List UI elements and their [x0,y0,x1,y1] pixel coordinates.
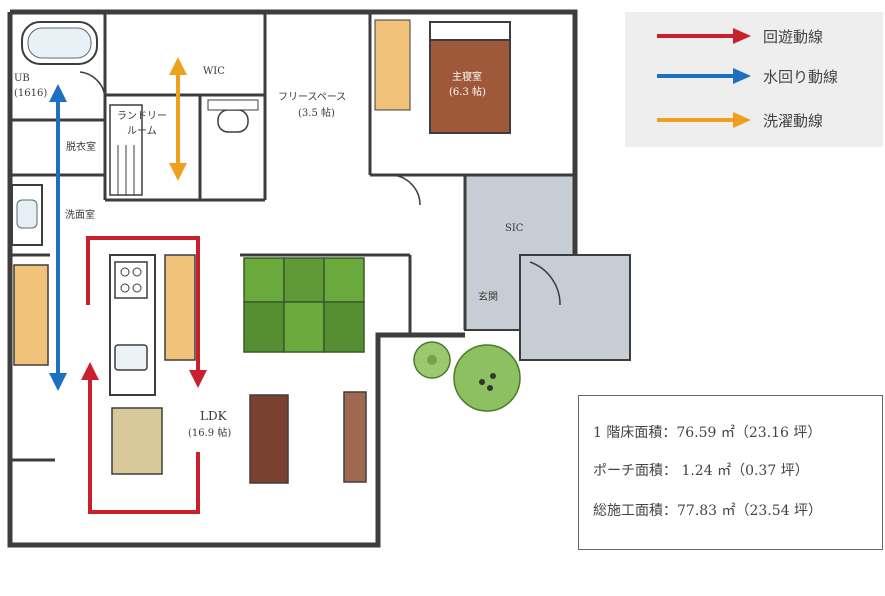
storage-cabinet-mid [164,254,196,361]
label-free-space: フリースペース [278,92,346,103]
label-entrance: 玄関 [478,290,498,303]
tree-large [453,344,521,412]
area-total: 総施工面積：77.83 ㎡（23.54 坪） [593,503,823,519]
porch-floor [519,254,631,361]
loop-arrowhead-down [189,370,207,388]
legend-label: 洗濯動線 [763,112,824,130]
area-floor: 1 階床面積：76.59 ㎡（23.16 坪） [593,425,822,441]
area-summary: 1 階床面積：76.59 ㎡（23.16 坪） ポーチ面積： 1.24 ㎡（0.… [578,395,883,550]
tv-board [343,391,367,483]
label-ub-size: (1616) [14,88,47,99]
tatami-area [243,257,365,353]
arrow-icon-blue [657,68,751,84]
dining-table [111,407,163,475]
label-laundry-1: ランドリー [117,110,167,122]
door-swings [79,71,561,306]
label-washroom: 洗面室 [65,208,95,221]
low-table [249,394,289,484]
legend-item-laundry: 洗濯動線 [653,110,873,132]
loop-arrowhead-up [81,362,99,380]
label-ub: UB [14,73,30,84]
storage-cabinet-left [13,264,49,366]
label-master-bedroom: 主寝室 [452,70,482,83]
label-master-bedroom-size: (6.3 帖) [449,85,486,98]
legend-label: 回遊動線 [763,28,824,46]
label-ldk-size: (16.9 帖) [188,426,231,439]
legend-item-water: 水回り動線 [653,66,873,88]
arrow-icon-orange [657,112,751,128]
tree-small [413,341,451,379]
interior-walls [10,12,575,462]
label-laundry-2: ルーム [127,125,157,137]
label-wic: WIC [203,66,225,77]
label-dressing: 脱衣室 [66,140,96,153]
sink [114,344,148,371]
exterior-walls [7,9,578,548]
stove [114,261,148,299]
toilet [217,109,249,133]
legend-item-loop: 回遊動線 [653,26,873,48]
label-ldk: LDK [200,409,228,423]
area-porch: ポーチ面積： 1.24 ㎡（0.37 坪） [593,463,809,479]
legend-label: 水回り動線 [763,68,839,86]
label-free-space-size: (3.5 帖) [298,106,335,119]
circulation-path-loop [86,236,200,514]
label-sic: SIC [505,223,524,234]
bed [429,37,511,134]
arrow-icon-red [657,28,751,44]
legend: 回遊動線 水回り動線 洗濯動線 [625,12,883,147]
storage-cabinet-bed [374,19,411,111]
